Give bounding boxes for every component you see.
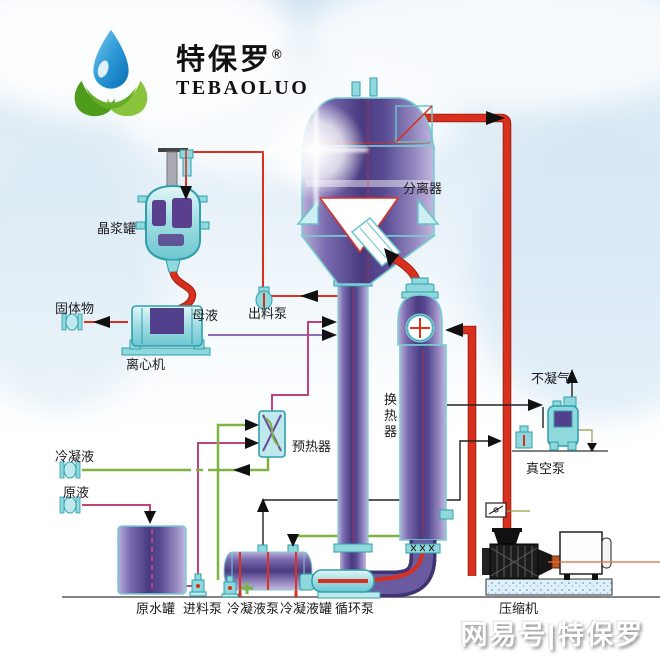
label-separator: 分离器 bbox=[403, 181, 442, 196]
arrow-vapor-right bbox=[486, 111, 505, 125]
arrow-slurry-left bbox=[300, 290, 318, 302]
circulation-elbow-pipe bbox=[356, 540, 441, 598]
condensate-pump-icon bbox=[221, 575, 253, 598]
label-non-condensable-gas: 不凝气 bbox=[531, 371, 570, 386]
compressor-motor bbox=[559, 531, 603, 575]
label-mother-liquor: 母液 bbox=[192, 308, 218, 323]
crystal-slurry-tank bbox=[135, 148, 210, 273]
condensate-tank bbox=[223, 544, 313, 597]
arrow-vent-up bbox=[257, 498, 269, 512]
tank-inlet-device bbox=[179, 149, 194, 177]
arrow-feed-in bbox=[322, 316, 337, 328]
label-condensate-pump: 冷凝液泵 bbox=[227, 601, 279, 616]
compressor-group bbox=[482, 528, 660, 596]
preheater bbox=[258, 410, 286, 458]
label-raw-liquid-inlet: 原液 bbox=[63, 485, 89, 500]
equipment-labels: 晶浆罐 固体物 离心机 母液 出料泵 分离器 换 热 器 不凝气 真空泵 预热器… bbox=[55, 181, 570, 616]
arrow-condensate-out bbox=[233, 464, 250, 476]
arrow-into-condensate-tank bbox=[287, 534, 299, 547]
green-cross-valve bbox=[241, 582, 253, 594]
brand-name-cn: 特保罗® bbox=[176, 43, 285, 76]
label-circulation-pump: 循环泵 bbox=[335, 601, 374, 616]
label-solids-outlet: 固体物 bbox=[55, 301, 94, 316]
bypass-valve bbox=[485, 502, 507, 518]
feed-pump-icon bbox=[189, 573, 207, 597]
arrow-to-vacuum bbox=[528, 399, 543, 411]
label-heat-exchanger-3: 器 bbox=[384, 424, 397, 439]
evaporator-column bbox=[333, 278, 373, 574]
flow-arrows bbox=[93, 111, 597, 547]
raw-water-tank bbox=[117, 525, 187, 595]
arrow-vent-right bbox=[488, 435, 502, 447]
arrow-magenta-into-preheater bbox=[245, 437, 259, 449]
heat-exchanger bbox=[397, 277, 454, 541]
separator-vessel bbox=[264, 77, 440, 285]
label-heat-exchanger-1: 换 bbox=[384, 392, 397, 407]
label-heat-exchanger-2: 热 bbox=[384, 408, 397, 423]
pipe-vacuum-drain-olive bbox=[506, 429, 593, 512]
label-discharge-pump: 出料泵 bbox=[248, 306, 287, 321]
arrow-into-separator bbox=[384, 248, 399, 267]
brand-name-en: TEBAOLUO bbox=[176, 77, 310, 100]
label-centrifuge: 离心机 bbox=[126, 357, 165, 372]
brand-logo: 特保罗® TEBAOLUO bbox=[56, 26, 309, 118]
label-preheater: 预热器 bbox=[292, 439, 331, 454]
arrow-into-hx bbox=[445, 323, 463, 337]
solids-outlet-flange-icon bbox=[61, 313, 83, 331]
label-raw-water-tank: 原水罐 bbox=[136, 601, 175, 616]
arrow-into-crystal-tank bbox=[180, 186, 192, 200]
site-watermark: 网易号|特保罗 bbox=[460, 620, 644, 650]
label-crystal-slurry-tank: 晶浆罐 bbox=[97, 221, 136, 236]
water-drop-leaf-logo-icon bbox=[74, 29, 148, 117]
hx-drain-valve bbox=[439, 509, 454, 520]
arrow-solids-out bbox=[93, 316, 110, 328]
label-compressor: 压缩机 bbox=[499, 601, 538, 616]
arrow-mother-liquor-in bbox=[322, 329, 337, 341]
label-condensate-tank: 冷凝液罐 bbox=[280, 601, 332, 616]
label-condensate-outlet: 冷凝液 bbox=[55, 449, 94, 464]
label-vacuum-pump: 真空泵 bbox=[526, 461, 565, 476]
arrow-noncondensable-up bbox=[566, 369, 578, 383]
arrow-green-into-preheater bbox=[245, 419, 259, 431]
arrow-raw-liquid-in bbox=[144, 511, 156, 524]
arrow-vacuum-drain bbox=[587, 443, 597, 452]
label-feed-pump: 进料泵 bbox=[183, 601, 222, 616]
lens-flare-streaks bbox=[264, 96, 368, 206]
circulation-pump bbox=[299, 569, 381, 599]
condensate-outlet-flange-icon bbox=[59, 461, 81, 479]
cloud-decoration bbox=[0, 150, 160, 410]
raw-liquid-inlet-flange-icon bbox=[59, 496, 81, 514]
pipe-vent-black bbox=[262, 371, 573, 546]
discharge-pump-icon bbox=[255, 286, 273, 310]
registered-trademark-mark: ® bbox=[272, 46, 285, 62]
centrifuge bbox=[121, 305, 211, 356]
